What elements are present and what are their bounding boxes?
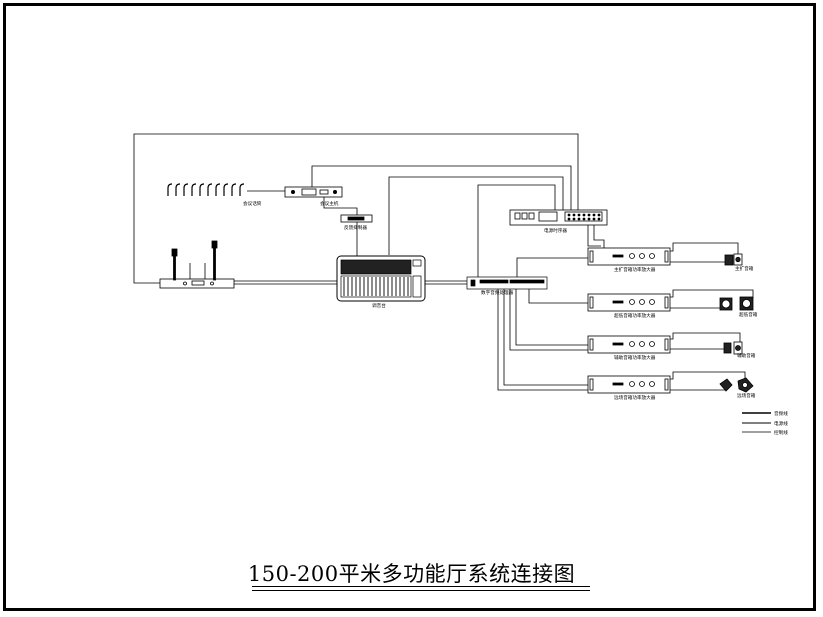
amplifier-aux <box>587 335 671 354</box>
amp-aux-label: 辅助音箱功率放大器 <box>614 354 656 361</box>
amp-main-label: 主扩音箱功率放大器 <box>614 266 656 273</box>
dsp-label: 数字音频处理器 <box>481 289 514 296</box>
speaker-far <box>719 377 754 393</box>
conference-microphones <box>167 183 245 196</box>
control-line-host <box>311 165 572 210</box>
mixer <box>336 255 426 302</box>
amp-far-label: 远场音箱功率放大器 <box>614 394 656 401</box>
speaker-sub-label: 超低音箱 <box>739 311 758 318</box>
feedback-suppressor <box>340 214 373 223</box>
conference-units-label: 会议话筒 <box>243 200 262 207</box>
amplifier-sub <box>587 293 671 312</box>
diagram-title: 150-200平米多功能厅系统连接图 <box>247 562 576 586</box>
control-line-dsp <box>477 184 556 277</box>
drawing-frame <box>3 3 816 611</box>
speaker-aux-label: 辅助音箱 <box>737 352 756 359</box>
legend-power-label: 电源线 <box>774 420 788 427</box>
wireless-microphone-receiver <box>159 240 235 289</box>
conference-host <box>284 186 343 198</box>
legend <box>742 412 771 433</box>
conference-host-label: 会议主机 <box>320 200 339 207</box>
speaker-far-label: 远场音箱 <box>737 392 756 399</box>
amplifier-main <box>587 247 671 266</box>
title-underline-thin <box>252 590 590 591</box>
legend-control-label: 控制线 <box>774 429 788 436</box>
audio-line-host-fbs <box>323 197 358 215</box>
speaker-main <box>724 253 743 266</box>
power-sequencer <box>509 209 608 226</box>
title-underline <box>252 586 590 587</box>
power-sequencer-label: 电源时序器 <box>544 227 567 234</box>
speaker-main-label: 主扩音箱 <box>735 265 754 272</box>
feedback-suppressor-label: 反馈抑制器 <box>344 224 367 231</box>
control-line-mixer <box>388 176 564 255</box>
legend-audio-label: 音频线 <box>774 410 788 417</box>
speaker-sub <box>719 296 754 311</box>
control-line-top-loop <box>133 133 579 284</box>
speaker-aux <box>723 341 743 355</box>
mixer-label: 调音台 <box>372 302 386 309</box>
amp-sub-label: 超低音箱功率放大器 <box>614 312 656 319</box>
digital-audio-processor <box>466 276 548 290</box>
amplifier-far <box>587 375 671 394</box>
